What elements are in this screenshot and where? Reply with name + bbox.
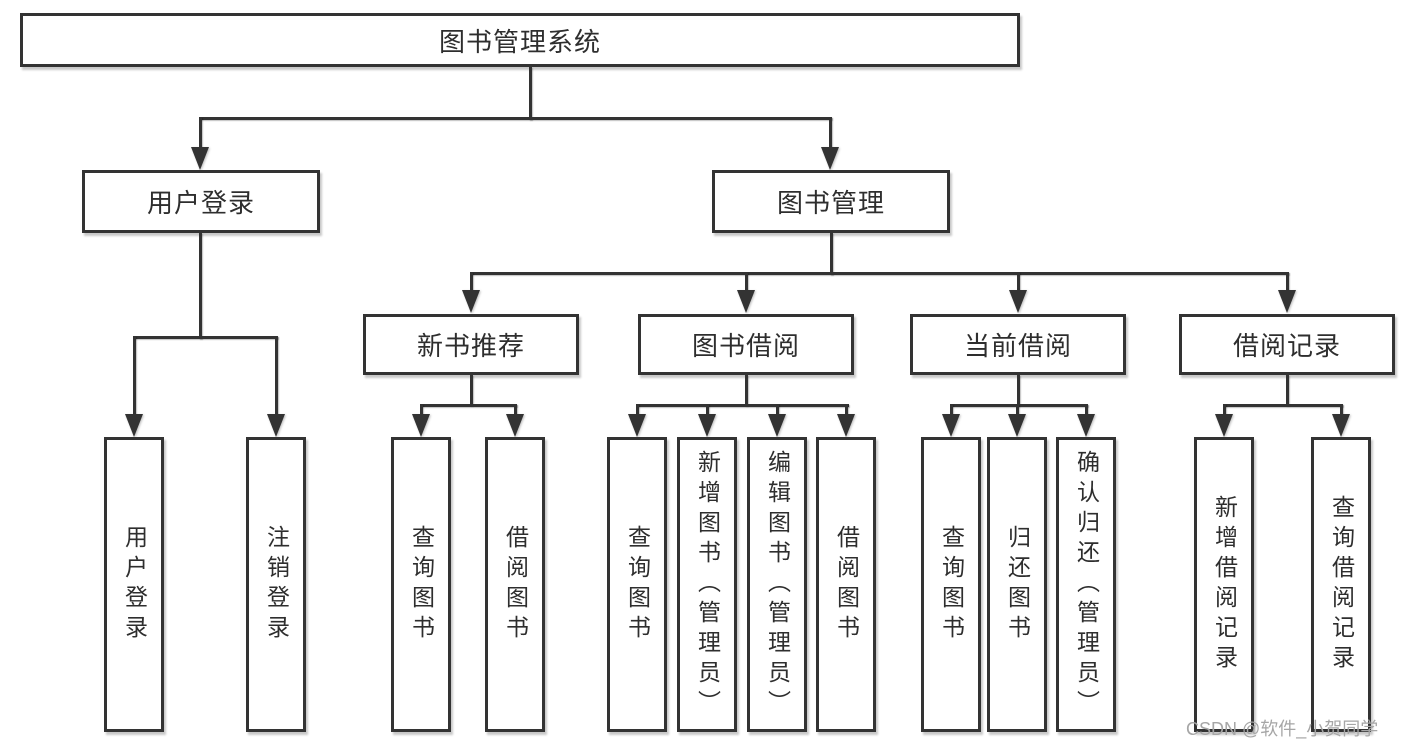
connector-line	[828, 117, 832, 150]
connector-line	[949, 404, 1088, 407]
connector-line	[1016, 375, 1020, 406]
connector-line	[1016, 272, 1020, 292]
node-book-management-label: 图书管理	[776, 188, 885, 218]
node-book-borrowing: 图书借阅	[638, 314, 854, 375]
leaf-query-books: 查询图书	[607, 437, 667, 732]
node-borrowing-records-label: 借阅记录	[1232, 331, 1341, 361]
arrow-down-icon	[1215, 414, 1233, 437]
connector-line	[1222, 404, 1343, 407]
arrow-down-icon	[628, 414, 646, 437]
connector-line	[635, 404, 849, 407]
leaf-return-books: 归还图书	[987, 437, 1047, 732]
connector-line	[744, 272, 748, 292]
leaf-borrow-books-label: 借阅图书	[502, 524, 529, 645]
watermark: CSDN @软件_小贺同学	[1186, 719, 1379, 739]
leaf-add-borrow-record-label: 新增借阅记录	[1211, 494, 1238, 675]
leaf-add-books-admin-label: 新增图书（管理员）	[694, 449, 721, 720]
leaf-add-books-admin: 新增图书（管理员）	[677, 437, 737, 732]
leaf-user-login-label: 用户登录	[121, 524, 148, 645]
node-user-login: 用户登录	[82, 170, 320, 233]
leaf-confirm-return-admin: 确认归还（管理员）	[1056, 437, 1116, 732]
leaf-query-books-label: 查询图书	[408, 524, 435, 645]
leaf-logout-label: 注销登录	[263, 524, 290, 645]
node-user-login-label: 用户登录	[146, 188, 255, 218]
leaf-query-books: 查询图书	[391, 437, 451, 732]
arrow-down-icon	[267, 414, 285, 437]
connector-line	[469, 272, 473, 292]
node-new-book-recommendation: 新书推荐	[363, 314, 579, 375]
connector-line	[635, 404, 639, 416]
leaf-query-books-label: 查询图书	[624, 524, 651, 645]
connector-line	[513, 404, 517, 416]
arrow-down-icon	[1077, 414, 1095, 437]
connector-line	[198, 233, 202, 339]
connector-line	[1222, 404, 1226, 416]
node-library-management-system-label: 图书管理系统	[438, 26, 601, 57]
arrow-down-icon	[1008, 414, 1026, 437]
connector-line	[844, 404, 848, 416]
leaf-user-login: 用户登录	[104, 437, 164, 732]
connector-line	[1015, 404, 1019, 416]
node-book-borrowing-label: 图书借阅	[691, 331, 800, 361]
node-book-management: 图书管理	[712, 170, 950, 233]
node-current-borrowing-label: 当前借阅	[963, 331, 1072, 361]
connector-line	[528, 67, 532, 120]
arrow-down-icon	[942, 414, 960, 437]
connector-line	[1084, 404, 1088, 416]
node-new-book-recommendation-label: 新书推荐	[416, 331, 525, 361]
connector-line	[829, 233, 833, 275]
leaf-query-books: 查询图书	[921, 437, 981, 732]
arrow-down-icon	[125, 414, 143, 437]
connector-line	[469, 375, 473, 406]
leaf-borrow-books: 借阅图书	[485, 437, 545, 732]
connector-line	[132, 336, 278, 339]
connector-line	[132, 336, 136, 416]
node-borrowing-records: 借阅记录	[1179, 314, 1395, 375]
arrow-down-icon	[462, 290, 480, 313]
arrow-down-icon	[191, 147, 209, 170]
leaf-return-books-label: 归还图书	[1004, 524, 1031, 645]
leaf-query-borrow-record-label: 查询借阅记录	[1328, 494, 1355, 675]
arrow-down-icon	[768, 414, 786, 437]
leaf-edit-books-admin: 编辑图书（管理员）	[747, 437, 807, 732]
connector-line	[198, 117, 202, 150]
arrow-down-icon	[1332, 414, 1350, 437]
connector-line	[1339, 404, 1343, 416]
connector-line	[949, 404, 953, 416]
connector-line	[1285, 375, 1289, 406]
arrow-down-icon	[1009, 290, 1027, 313]
leaf-query-borrow-record: 查询借阅记录	[1311, 437, 1371, 732]
node-current-borrowing: 当前借阅	[910, 314, 1126, 375]
arrow-down-icon	[1278, 290, 1296, 313]
arrow-down-icon	[698, 414, 716, 437]
leaf-confirm-return-admin-label: 确认归还（管理员）	[1073, 449, 1100, 720]
arrow-down-icon	[821, 147, 839, 170]
arrow-down-icon	[506, 414, 524, 437]
connector-line	[469, 272, 1289, 275]
leaf-borrow-books-label: 借阅图书	[833, 524, 860, 645]
connector-line	[198, 117, 832, 120]
connector-line	[744, 375, 748, 406]
leaf-logout: 注销登录	[246, 437, 306, 732]
connector-line	[419, 404, 517, 407]
leaf-add-borrow-record: 新增借阅记录	[1194, 437, 1254, 732]
node-library-management-system: 图书管理系统	[20, 13, 1020, 67]
connector-line	[705, 404, 709, 416]
connector-line	[274, 336, 278, 416]
arrow-down-icon	[412, 414, 430, 437]
connector-line	[775, 404, 779, 416]
leaf-borrow-books: 借阅图书	[816, 437, 876, 732]
leaf-query-books-label: 查询图书	[938, 524, 965, 645]
connector-line	[1285, 272, 1289, 292]
leaf-edit-books-admin-label: 编辑图书（管理员）	[764, 449, 791, 720]
arrow-down-icon	[837, 414, 855, 437]
arrow-down-icon	[737, 290, 755, 313]
connector-line	[419, 404, 423, 416]
